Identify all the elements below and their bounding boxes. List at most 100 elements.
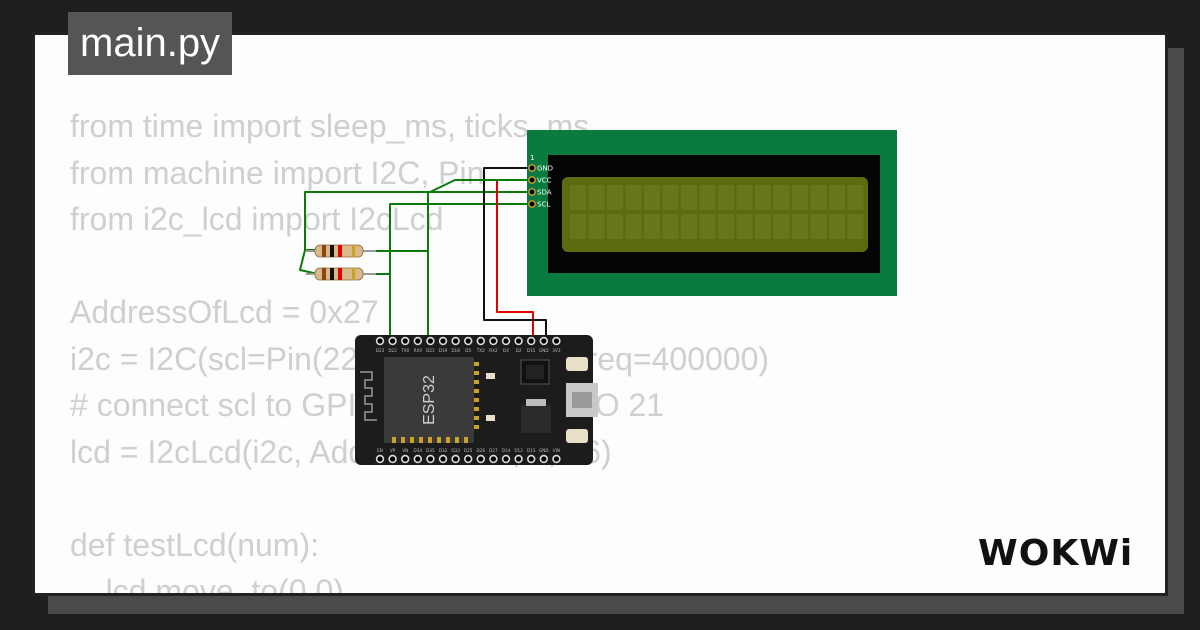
module-pad	[419, 437, 423, 443]
esp32-pin[interactable]	[526, 336, 536, 346]
module-pad	[474, 416, 479, 420]
esp32-pin[interactable]	[413, 454, 422, 464]
esp32-pin[interactable]	[464, 454, 473, 464]
esp32-pin-label: GND	[539, 448, 549, 453]
esp32-pin-label: EN	[377, 448, 383, 453]
lcd-pin-vcc[interactable]: VCC	[528, 176, 552, 185]
esp32-pin[interactable]	[464, 336, 473, 346]
esp32-pin-label: 3V3	[552, 348, 561, 353]
module-pad	[474, 380, 479, 384]
esp32-pin-label: VN	[402, 448, 408, 453]
esp32-pin-label: D4	[503, 348, 509, 353]
esp32-pin[interactable]	[451, 336, 460, 346]
lcd-cell-grid	[570, 185, 864, 239]
wire-gnd[interactable]	[483, 167, 547, 340]
esp32-pin[interactable]	[514, 336, 523, 346]
en-button[interactable]	[566, 429, 588, 443]
module-pad	[437, 437, 441, 443]
code-line: from machine import I2C, Pin	[70, 154, 485, 191]
lcd-pin-label: GND	[537, 165, 553, 173]
esp32-pin-label: D23	[376, 348, 385, 353]
lcd-cell	[644, 185, 660, 210]
esp32-pin[interactable]	[426, 454, 435, 464]
lcd-cell	[847, 214, 864, 239]
esp32-pin[interactable]	[501, 454, 511, 464]
lcd-cell	[625, 214, 642, 239]
esp32-pin[interactable]	[426, 336, 435, 346]
esp32-pin-label: D26	[477, 448, 486, 453]
code-line: AddressOfLcd = 0x27	[70, 294, 379, 330]
esp32-pin[interactable]	[526, 454, 536, 464]
esp32-pin-label: D35	[426, 448, 435, 453]
esp32-pin[interactable]	[539, 454, 548, 464]
lcd-pin-label: VCC	[537, 177, 552, 185]
lcd-cell	[755, 214, 771, 239]
module-pad	[392, 437, 396, 443]
code-line: from i2c_lcd import I2cLcd	[70, 201, 444, 237]
lcd-pin-gnd[interactable]: GND	[528, 164, 553, 173]
esp32-pin[interactable]	[552, 336, 561, 346]
esp32-pin[interactable]	[514, 454, 523, 464]
esp32-pin-label: D25	[464, 448, 473, 453]
lcd1602[interactable]: 1 GND VCC SDA SCL	[527, 130, 897, 296]
resistor-r1[interactable]	[306, 244, 376, 258]
module-pad	[474, 362, 479, 366]
esp32-pin[interactable]	[489, 336, 498, 346]
lcd-cell	[755, 185, 771, 210]
module-pad	[474, 425, 479, 429]
lcd-pin-sda[interactable]: SDA	[528, 188, 552, 197]
module-pad	[474, 371, 479, 375]
lcd-cell	[588, 185, 605, 210]
esp32-pin[interactable]	[401, 454, 410, 464]
esp32-pin[interactable]	[401, 336, 410, 346]
esp32-pin-label: D21	[426, 348, 435, 353]
lcd-pin-scl[interactable]: SCL	[528, 200, 551, 209]
wokwi-logo-text: WOKWi	[978, 533, 1133, 574]
resistor-r2[interactable]	[306, 267, 376, 281]
esp32-pin[interactable]	[476, 336, 485, 346]
esp32-pin[interactable]	[388, 336, 397, 346]
esp32-pin[interactable]	[489, 454, 498, 464]
lcd-pin-marker: 1	[530, 154, 534, 162]
esp32-pin[interactable]	[438, 454, 448, 464]
esp32-pin[interactable]	[501, 336, 511, 346]
esp32-pin-label: D15	[527, 348, 536, 353]
esp32-pin[interactable]	[451, 454, 460, 464]
esp32-pin[interactable]	[375, 336, 385, 346]
lcd-pin-label: SCL	[537, 201, 550, 209]
boot-button[interactable]	[566, 357, 588, 371]
lcd-cell	[607, 185, 623, 210]
esp32-pin-label: D19	[439, 348, 448, 353]
esp32-pin[interactable]	[552, 454, 561, 464]
module-pad	[474, 407, 479, 411]
esp32-pin-label: D14	[502, 448, 511, 453]
esp32-pin[interactable]	[438, 336, 448, 346]
file-tab[interactable]: main.py	[68, 12, 233, 75]
wire-pullup-vcc[interactable]	[304, 179, 528, 251]
esp32-pin[interactable]	[476, 454, 485, 464]
esp32-pin-label: D13	[527, 448, 536, 453]
regulator-tab	[526, 399, 546, 406]
lcd-cell	[847, 185, 864, 210]
esp32-module	[384, 357, 474, 443]
usb-uart-core	[526, 365, 544, 379]
wire-scl[interactable]	[389, 203, 528, 340]
wire-pullup-link[interactable]	[299, 249, 319, 275]
code-line: def testLcd(num):	[70, 526, 319, 563]
esp32-pin[interactable]	[413, 336, 422, 346]
code-line: lcd.move_to(0,0)	[70, 573, 344, 596]
lcd-cell	[607, 214, 623, 239]
module-pad	[455, 437, 459, 443]
lcd-cell	[699, 214, 716, 239]
esp32-pin-label: RX2	[489, 348, 498, 353]
wire-sda[interactable]	[427, 191, 528, 340]
esp32-pin-label: TX2	[476, 348, 485, 353]
wokwi-logo[interactable]: WOKWi	[976, 528, 1146, 576]
esp32-pin[interactable]	[375, 454, 385, 464]
esp32-pin[interactable]	[539, 336, 548, 346]
esp32-pin[interactable]	[388, 454, 397, 464]
esp32-module-pads	[392, 362, 479, 443]
